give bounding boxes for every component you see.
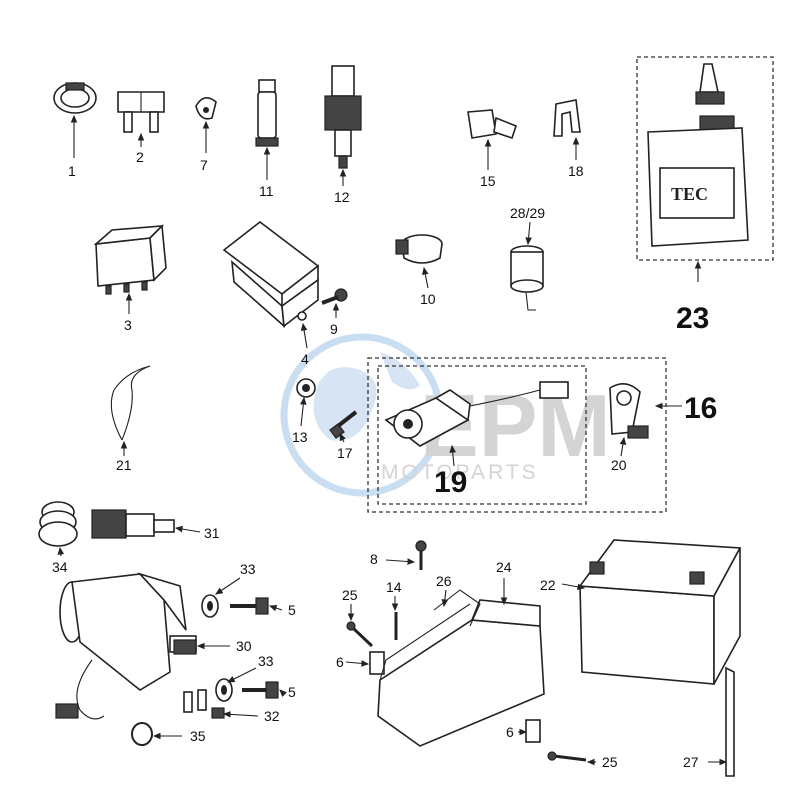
callout-26: 26: [436, 573, 452, 589]
part-brake-switch: [324, 65, 362, 169]
callout-7: 7: [200, 157, 208, 173]
part-cable-tie: [110, 365, 151, 441]
callout-24: 24: [496, 559, 512, 575]
callout-2: 2: [136, 149, 144, 165]
callout-15: 15: [480, 173, 496, 189]
callout-3: 3: [124, 317, 132, 333]
part-screw-25-lower: [547, 751, 587, 762]
part-screw-25-upper: [346, 621, 374, 648]
part-battery: [578, 539, 742, 685]
callout-6-lower: 6: [506, 724, 514, 740]
callout-18: 18: [568, 163, 584, 179]
callout-27: 27: [683, 754, 699, 770]
callout-4: 4: [301, 351, 309, 367]
callout-32: 32: [264, 708, 280, 724]
part-starter-drive: [91, 509, 175, 539]
callout-5-lower: 5: [288, 684, 296, 700]
group-box-23: [636, 56, 774, 261]
part-connector: [467, 109, 517, 140]
group-box-19: [377, 365, 587, 505]
callout-11: 11: [259, 183, 274, 199]
part-lock-cylinder: [609, 383, 649, 439]
callout-12: 12: [334, 189, 350, 205]
part-screw-8: [415, 540, 427, 570]
part-oil-bottle: TEC: [647, 63, 749, 247]
callout-14: 14: [386, 579, 402, 595]
part-boot: [38, 501, 78, 547]
part-regulator: [222, 220, 320, 328]
part-cap: [395, 234, 443, 264]
part-brush-set: [183, 689, 225, 719]
callout-25-upper: 25: [342, 587, 358, 603]
callout-22: 22: [540, 577, 556, 593]
part-nut-upper: [369, 651, 385, 675]
callout-30: 30: [236, 638, 252, 654]
part-gear: [173, 639, 197, 655]
callout-1: 1: [68, 163, 76, 179]
callout-10: 10: [420, 291, 436, 307]
callout-9: 9: [330, 321, 338, 337]
callout-5-upper: 5: [288, 602, 296, 618]
watermark-subtext: MOTOPARTS: [381, 461, 539, 484]
group-label-19: 19: [434, 466, 467, 499]
part-battery-tray: [377, 599, 545, 747]
part-washer-upper: [201, 594, 219, 618]
callout-25-lower: 25: [602, 754, 618, 770]
callout-6-upper: 6: [336, 654, 344, 670]
part-clip: [195, 97, 217, 120]
callout-31: 31: [204, 525, 220, 541]
callout-33-lower: 33: [258, 653, 274, 669]
part-bulb: [255, 79, 279, 147]
callout-28-29: 28/29: [510, 205, 545, 221]
callout-labels: 1 2 7 11 12 15 18 3 4 9 10 28/29 21 13 1…: [52, 149, 717, 770]
part-ignition-lock: [384, 381, 569, 447]
part-o-ring: [131, 722, 153, 746]
callout-8: 8: [370, 551, 378, 567]
callout-13: 13: [292, 429, 308, 445]
part-washer-lower: [215, 678, 233, 702]
group-box-16: [367, 357, 667, 513]
callout-21: 21: [116, 457, 132, 473]
group-label-16: 16: [684, 392, 717, 425]
oil-bottle-label: TEC: [671, 184, 708, 204]
callout-33-upper: 33: [240, 561, 256, 577]
part-nut-lower: [525, 719, 541, 743]
part-vent-tube: [725, 666, 735, 777]
group-label-23: 23: [676, 302, 709, 335]
leader-lines: [57, 114, 728, 766]
callout-20: 20: [611, 457, 627, 473]
part-screw: [321, 288, 348, 305]
part-relay: [93, 224, 167, 295]
callout-35: 35: [190, 728, 206, 744]
part-socket: [510, 245, 544, 311]
part-bolt-upper: [230, 597, 269, 615]
part-fuse: [117, 91, 165, 133]
part-bracket: [553, 99, 581, 137]
part-hose-clamp: [53, 82, 97, 114]
callout-34: 34: [52, 559, 68, 575]
part-bolt-lower: [242, 681, 279, 699]
callout-17: 17: [337, 445, 353, 461]
part-small-clip: [296, 378, 316, 398]
